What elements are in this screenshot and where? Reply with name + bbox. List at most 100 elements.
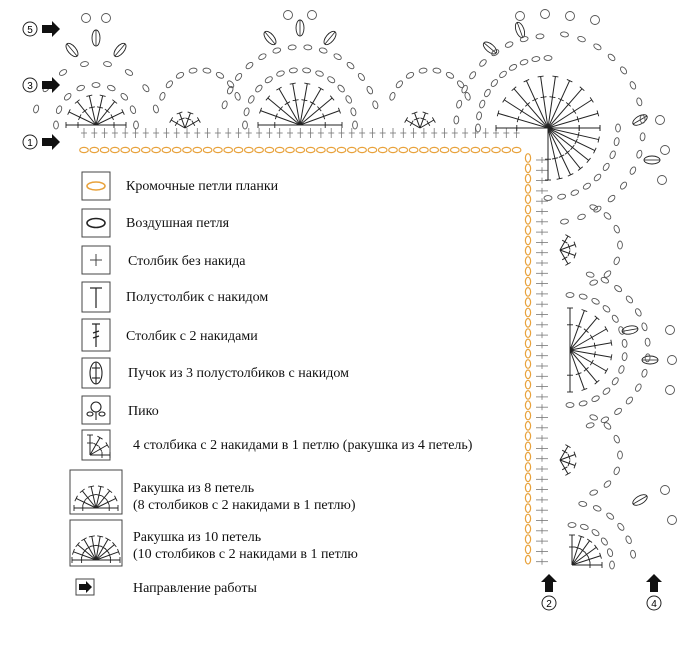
legend-direction: Направление работы [133,581,257,596]
edge-loop [202,146,213,154]
cluster [113,42,127,58]
chain-arc [565,292,628,408]
legend-treble-crochet: Столбик с 2 накидами [126,329,258,344]
edge-loop [524,493,532,503]
edge-loop [161,146,172,154]
edge-loop [524,369,532,380]
edge-loop [524,359,532,369]
picot [667,515,677,525]
cluster [263,30,277,46]
picot [81,13,91,23]
chain-arc [242,67,358,130]
edge-loop [524,523,532,534]
edge-loop [524,462,532,472]
shell-8-icon [73,485,119,511]
chain-arc [475,55,553,133]
svg-text:4: 4 [651,599,657,610]
edge-loop [130,146,141,154]
edge-loop [223,146,234,154]
cluster [621,325,639,335]
edge-loop [367,146,378,154]
right-arrow-icon [42,21,60,37]
edge-loop [524,554,532,565]
edge-loop [449,146,460,154]
shell-10 [257,82,343,128]
chain-arc [221,44,379,110]
edge-loop [524,472,532,483]
legend-shell-8-desc: (8 столбиков с 2 накидами в 1 петлю) [133,498,356,513]
row-marker-5: 5 [22,21,60,37]
edge-loop [524,544,532,555]
shell-10-icon [71,535,121,563]
edge-loop [524,390,532,400]
chain-arc [453,33,545,125]
edge-loop [524,225,532,236]
edge-loop [524,534,532,544]
legend-cluster: Пучок из 3 полустолбиков с накидом [128,366,349,381]
edge-loop [524,410,532,421]
direction-arrow-icon [79,581,92,593]
svg-text:3: 3 [27,81,33,92]
edge-loop [524,317,532,328]
edge-loop [305,146,316,154]
single-crochet-icon [90,254,102,266]
picot [655,115,665,125]
edge-loop [79,146,89,154]
right-arrow-icon [42,77,60,93]
edge-loop [182,146,192,154]
edge-loop [429,146,440,154]
edge-loop [212,146,223,154]
edge-loop [524,204,532,215]
cluster-icon [89,361,103,385]
edge-loop [524,400,532,411]
edge-loop [524,338,532,349]
legend-half-double-crochet: Полустолбик с накидом [126,290,269,305]
legend-icons [69,171,123,596]
edge-loop [524,328,532,339]
chain-arc [53,82,139,130]
edge-loop [480,146,491,154]
edge-loop [524,451,532,462]
picot [565,11,575,21]
edge-loop [524,441,532,452]
row-marker-2: 2 [541,574,557,611]
picot [665,385,675,395]
edge-loop [316,146,326,154]
cluster [323,30,337,46]
picot-icon [86,401,106,420]
shell-fans [65,9,677,568]
up-arrow-icon [541,574,557,592]
cluster [295,19,305,37]
edge-loop [274,146,285,154]
edge-loop [140,146,151,154]
edge-loop [336,146,347,154]
edge-loop [524,431,532,442]
corner-shell [545,125,601,181]
picot [665,325,675,335]
svg-text:5: 5 [27,25,33,36]
row-marker-4: 4 [646,574,662,611]
chain-arcs [33,31,651,570]
edge-loop [524,183,532,194]
picot [540,9,550,19]
chain-arc [159,67,241,101]
shell-10 [567,307,613,393]
picot [657,175,667,185]
edge-loop [439,146,450,154]
picot [515,11,525,21]
edge-loop [326,146,337,154]
edge-loop [233,146,244,154]
shell-4 [404,111,436,129]
picot [283,10,293,20]
edge-loop [501,146,512,154]
edge-loop [346,146,357,154]
cluster [482,41,498,55]
treble-crochet-icon [92,323,100,347]
side-edge-loops [524,153,532,565]
legend-shell-4: 4 столбика с 2 накидами в 1 петлю (ракуш… [133,438,473,453]
edge-loop [398,146,409,154]
edge-loop [524,420,532,431]
edge-loop [524,379,532,390]
shell-4-icon [87,434,111,458]
edge-loop [524,163,532,174]
